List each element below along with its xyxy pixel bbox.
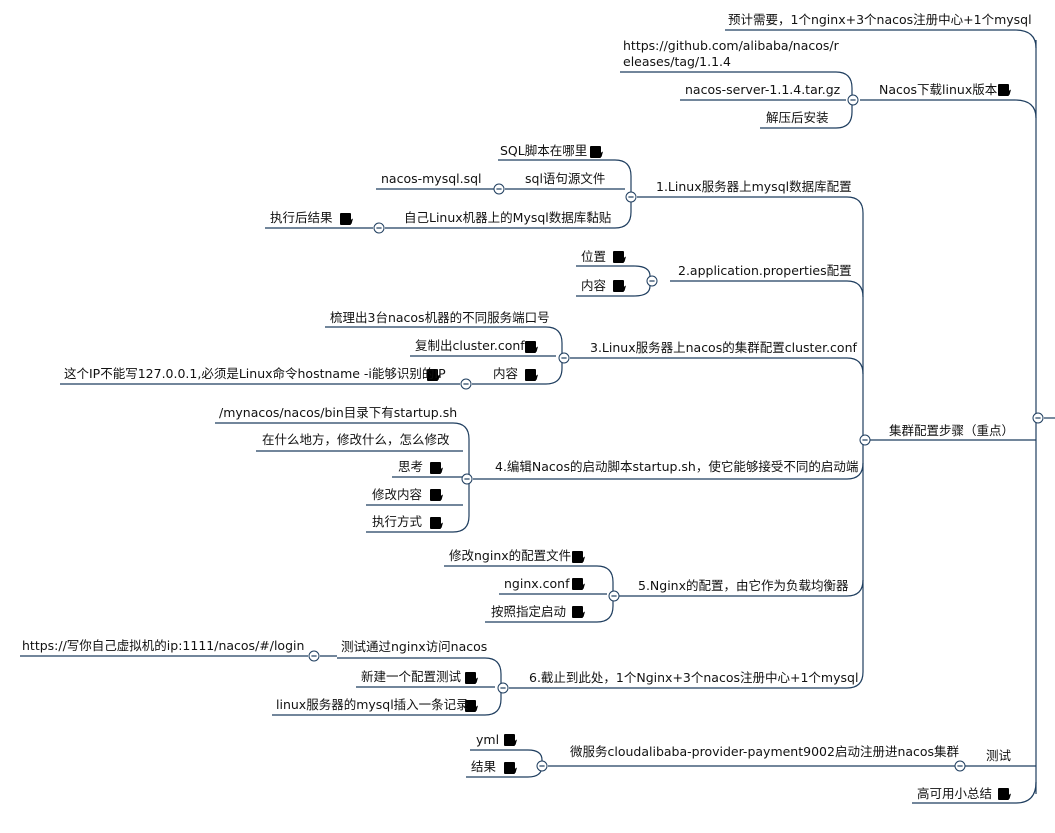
note-icon[interactable] [465, 672, 478, 684]
note-icon[interactable] [430, 517, 443, 529]
collapse-toggle-icon[interactable] [460, 378, 472, 390]
node-s1-where[interactable]: SQL脚本在哪里 [500, 143, 587, 158]
collapse-toggle-icon[interactable] [625, 191, 637, 203]
note-icon[interactable] [572, 551, 585, 563]
collapse-toggle-icon[interactable] [558, 352, 570, 364]
node-test[interactable]: 测试 [986, 748, 1012, 763]
node-download-url-line1[interactable]: https://github.com/alibaba/nacos/r [623, 38, 840, 53]
node-step-4[interactable]: 4.编辑Nacos的启动脚本startup.sh，使它能够接受不同的启动端 [495, 459, 858, 474]
edge-intro [725, 29, 1037, 49]
note-icon[interactable] [613, 280, 626, 292]
node-s4-think[interactable]: 思考 [398, 459, 423, 474]
note-icon[interactable] [430, 489, 443, 501]
node-s5-conf[interactable]: nginx.conf [504, 576, 570, 591]
node-s5-edit[interactable]: 修改nginx的配置文件 [449, 548, 571, 563]
node-test-result[interactable]: 结果 [471, 759, 497, 774]
node-intro[interactable]: 预计需要，1个nginx+3个nacos注册中心+1个mysql [728, 12, 1032, 27]
node-s6-mysql-insert[interactable]: linux服务器的mysql插入一条记录 [276, 697, 469, 712]
collapse-toggle-icon[interactable] [497, 682, 509, 694]
collapse-toggle-icon[interactable] [646, 275, 658, 287]
collapse-toggle-icon[interactable] [536, 760, 548, 772]
edge-download [860, 99, 1037, 119]
collapse-toggle-icon[interactable] [954, 760, 966, 772]
node-summary[interactable]: 高可用小总结 [917, 786, 992, 801]
note-icon[interactable] [572, 606, 585, 618]
node-s5-start[interactable]: 按照指定启动 [491, 604, 566, 619]
node-step-6[interactable]: 6.截止到此处，1个Nginx+3个nacos注册中心+1个mysql [529, 670, 858, 685]
node-step-3[interactable]: 3.Linux服务器上nacos的集群配置cluster.conf [590, 340, 858, 355]
node-download-url-line2[interactable]: eleases/tag/1.1.4 [623, 54, 731, 69]
edge-s5 [614, 579, 864, 597]
connectors [20, 29, 1055, 804]
collapse-toggle-icon[interactable] [493, 183, 505, 195]
collapse-toggle-icon[interactable] [461, 473, 473, 485]
note-icon[interactable] [998, 84, 1011, 96]
node-test-micro[interactable]: 微服务cloudalibaba-provider-payment9002启动注册… [570, 744, 960, 759]
note-icon[interactable] [613, 251, 626, 263]
node-s4-modify[interactable]: 修改内容 [372, 487, 422, 502]
edge-s3 [570, 357, 864, 375]
node-download[interactable]: Nacos下载linux版本 [879, 82, 998, 97]
note-icon[interactable] [430, 462, 443, 474]
node-s6-new-config[interactable]: 新建一个配置测试 [361, 669, 462, 684]
node-s4-run[interactable]: 执行方式 [372, 514, 423, 529]
edge-s2 [670, 280, 864, 298]
node-s4-path[interactable]: /mynacos/nacos/bin目录下有startup.sh [219, 405, 457, 420]
note-icon[interactable] [504, 734, 517, 746]
node-download-file[interactable]: nacos-server-1.1.4.tar.gz [685, 82, 841, 97]
edge-s4 [473, 462, 864, 480]
collapse-toggle-icon[interactable] [308, 650, 320, 662]
node-s2-content[interactable]: 内容 [581, 278, 606, 293]
node-s3-copy[interactable]: 复制出cluster.conf [415, 338, 525, 353]
node-s2-location[interactable]: 位置 [581, 249, 606, 264]
collapse-toggle-icon[interactable] [847, 94, 859, 106]
node-s1-source-file[interactable]: nacos-mysql.sql [381, 171, 482, 186]
node-step-2[interactable]: 2.application.properties配置 [678, 263, 852, 278]
collapse-toggles [308, 94, 1044, 772]
collapse-toggle-icon[interactable] [1032, 412, 1044, 424]
node-s6-test-url[interactable]: https://写你自己虚拟机的ip:1111/nacos/#/login [22, 638, 304, 653]
note-icon[interactable] [340, 213, 353, 225]
node-step-1[interactable]: 1.Linux服务器上mysql数据库配置 [656, 179, 852, 194]
node-s1-source[interactable]: sql语句源文件 [525, 171, 605, 186]
node-s3-content[interactable]: 内容 [493, 366, 518, 381]
collapse-toggle-icon[interactable] [859, 434, 871, 446]
collapse-toggle-icon[interactable] [608, 590, 620, 602]
note-icon[interactable] [504, 762, 517, 774]
node-s3-ip-note[interactable]: 这个IP不能写127.0.0.1,必须是Linux命令hostname -i能够… [64, 366, 446, 381]
note-icon[interactable] [572, 578, 585, 590]
node-steps[interactable]: 集群配置步骤（重点） [889, 423, 1014, 438]
node-test-yml[interactable]: yml [476, 732, 499, 747]
node-s3-ports[interactable]: 梳理出3台nacos机器的不同服务端口号 [330, 310, 550, 325]
note-icon[interactable] [998, 788, 1011, 800]
edge-summary [912, 781, 1037, 804]
collapse-toggle-icon[interactable] [373, 222, 385, 234]
node-download-install[interactable]: 解压后安装 [766, 110, 829, 125]
note-icon[interactable] [525, 341, 538, 353]
node-step-5[interactable]: 5.Nginx的配置，由它作为负载均衡器 [638, 578, 849, 593]
node-s4-where[interactable]: 在什么地方，修改什么，怎么修改 [262, 432, 450, 447]
labels: 预计需要，1个nginx+3个nacos注册中心+1个mysql Nacos下载… [22, 12, 1032, 801]
node-s1-paste[interactable]: 自己Linux机器上的Mysql数据库黏贴 [404, 210, 611, 225]
note-icon[interactable] [590, 146, 603, 158]
node-s1-result[interactable]: 执行后结果 [270, 210, 333, 225]
node-s6-test[interactable]: 测试通过nginx访问nacos [341, 639, 487, 654]
note-icon[interactable] [525, 369, 538, 381]
